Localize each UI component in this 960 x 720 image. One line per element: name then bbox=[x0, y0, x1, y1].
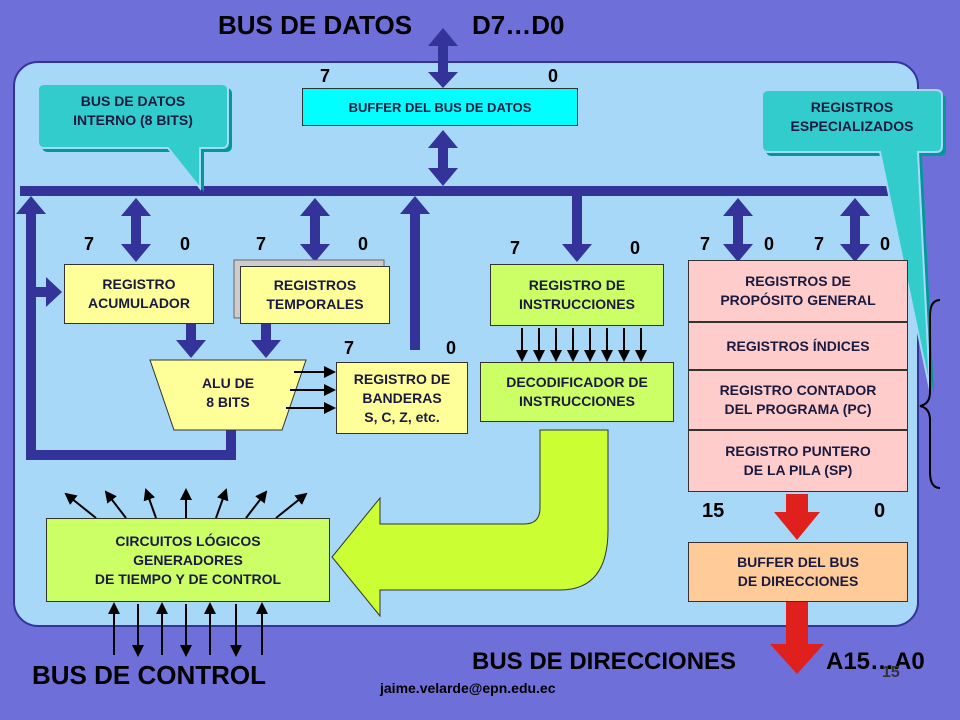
index-registers: REGISTROS ÍNDICES bbox=[688, 322, 908, 370]
data-bus-arrow-top bbox=[428, 28, 458, 186]
address-bus-title: BUS DE DIRECCIONES bbox=[472, 648, 737, 675]
callout-left-shape bbox=[37, 83, 232, 192]
address-arrows bbox=[770, 494, 824, 674]
regs-bit-2: 0 bbox=[764, 234, 775, 254]
data-bus-title: BUS DE DATOS bbox=[218, 10, 413, 40]
decoder-input-arrows bbox=[516, 328, 647, 362]
general-purpose-registers: REGISTROS DE PROPÓSITO GENERAL bbox=[688, 260, 908, 322]
instruction-register: REGISTRO DE INSTRUCCIONES bbox=[490, 264, 664, 326]
timing-control-circuits: CIRCUITOS LÓGICOS GENERADORES DE TIEMPO … bbox=[46, 518, 330, 602]
author-email: jaime.velarde@epn.edu.ec bbox=[380, 680, 556, 696]
regs-bit-3: 7 bbox=[814, 234, 825, 254]
callout-special-registers: REGISTROS ESPECIALIZADOS bbox=[790, 99, 914, 134]
accumulator-register: REGISTRO ACUMULADOR bbox=[64, 264, 214, 324]
callout-internal-bus: BUS DE DATOS INTERNO (8 BITS) bbox=[73, 93, 193, 128]
regs-bit-4: 0 bbox=[880, 234, 891, 254]
alu-flag-arrows bbox=[286, 366, 336, 414]
stack-pointer-register: REGISTRO PUNTERO DE LA PILA (SP) bbox=[688, 430, 908, 492]
acumulador-bit-low: 0 bbox=[180, 234, 191, 254]
control-bus-title: BUS DE CONTROL bbox=[32, 660, 266, 690]
banderas-bit-low: 0 bbox=[446, 338, 457, 358]
regs-bit-1: 7 bbox=[700, 234, 711, 254]
instruction-decoder: DECODIFICADOR DE INSTRUCCIONES bbox=[480, 362, 674, 422]
decoder-to-control-arrow bbox=[331, 429, 609, 618]
acumulador-bit-high: 7 bbox=[84, 234, 95, 254]
buffer-datos-bit-low: 0 bbox=[548, 66, 559, 86]
data-bus-range: D7…D0 bbox=[472, 10, 565, 40]
address-bus-range: A15…A0 bbox=[826, 648, 925, 675]
data-bus-buffer: BUFFER DEL BUS DE DATOS bbox=[302, 88, 578, 126]
temporales-bit-low: 0 bbox=[358, 234, 369, 254]
temporary-registers: REGISTROS TEMPORALES bbox=[240, 266, 390, 324]
control-output-arrows bbox=[64, 488, 308, 519]
internal-data-bus bbox=[20, 186, 900, 196]
address-bit-high: 15 bbox=[702, 500, 725, 522]
callout-right-shape bbox=[761, 89, 946, 394]
alu: ALU DE 8 BITS bbox=[201, 375, 255, 410]
control-bus-arrows bbox=[108, 602, 268, 657]
temporales-bit-high: 7 bbox=[256, 234, 267, 254]
program-counter-register: REGISTRO CONTADOR DEL PROGRAMA (PC) bbox=[688, 370, 908, 430]
banderas-bit-high: 7 bbox=[344, 338, 355, 358]
page-number: 15 bbox=[882, 664, 900, 681]
address-bus-buffer: BUFFER DEL BUS DE DIRECCIONES bbox=[688, 542, 908, 602]
flags-register: REGISTRO DE BANDERAS S, C, Z, etc. bbox=[336, 362, 468, 434]
instrucciones-bit-low: 0 bbox=[630, 238, 641, 258]
registers-brace bbox=[919, 299, 941, 489]
address-bit-low: 0 bbox=[874, 500, 886, 522]
alu-shape bbox=[149, 359, 307, 431]
instrucciones-bit-high: 7 bbox=[510, 238, 521, 258]
buffer-datos-bit-high: 7 bbox=[320, 66, 331, 86]
